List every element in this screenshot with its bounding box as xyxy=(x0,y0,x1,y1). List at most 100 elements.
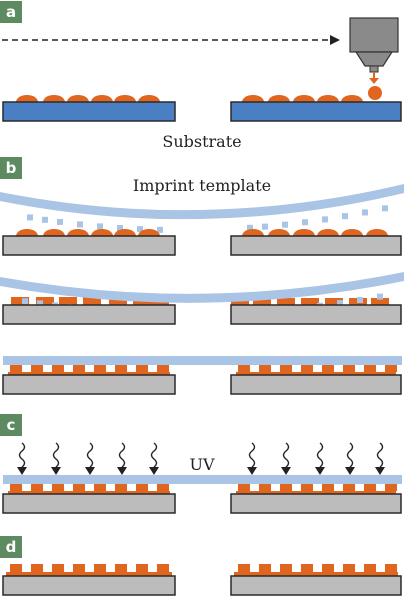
residual-layer xyxy=(236,372,396,375)
uv-arrowhead xyxy=(375,467,385,475)
resist-feature xyxy=(157,564,169,572)
uv-wave-arrow-icon xyxy=(18,442,26,468)
uv-arrowhead xyxy=(281,467,291,475)
uv-arrowhead xyxy=(247,467,257,475)
resist-block xyxy=(301,298,319,305)
uv-wave-arrow-icon xyxy=(346,442,354,468)
resist-block xyxy=(277,298,295,305)
substrate-c-left xyxy=(2,493,176,514)
template-tooth xyxy=(137,226,143,233)
resist-feature xyxy=(115,365,127,372)
residual-layer xyxy=(236,491,396,494)
resist-feature xyxy=(301,365,313,372)
substrate-b1-left xyxy=(2,235,176,256)
resist-feature xyxy=(322,365,334,372)
residual-layer xyxy=(8,491,170,494)
final-resist-pattern xyxy=(6,564,398,576)
template-tooth xyxy=(57,218,63,225)
resist-block xyxy=(36,297,54,305)
uv-arrowhead xyxy=(315,467,325,475)
resist-feature xyxy=(259,365,271,372)
substrate-b2-right xyxy=(230,304,402,325)
resist-feature xyxy=(301,564,313,572)
template-tooth xyxy=(282,221,288,228)
panel-d-badge-label: d xyxy=(6,538,17,556)
panel-c-badge-label: c xyxy=(7,416,16,434)
resist-feature xyxy=(364,564,376,572)
resist-feature xyxy=(136,365,148,372)
resist-feature xyxy=(259,564,271,572)
resist-feature xyxy=(52,484,64,491)
resist-feature xyxy=(94,365,106,372)
template-tooth xyxy=(322,216,328,223)
template-tooth xyxy=(22,298,28,305)
uv-arrowhead xyxy=(149,467,159,475)
panel-a-badge-label: a xyxy=(6,3,16,21)
resist-feature xyxy=(31,564,43,572)
resist-pattern-c xyxy=(8,484,397,494)
resist-feature xyxy=(136,484,148,491)
resist-block xyxy=(109,297,127,305)
uv-caption: UV xyxy=(189,455,214,474)
resist-block xyxy=(253,298,271,305)
template-tooth xyxy=(97,223,103,230)
resist-feature xyxy=(115,564,127,572)
template-features-1 xyxy=(27,205,388,233)
resist-feature xyxy=(385,484,397,491)
imprint-template-curved-1 xyxy=(0,184,404,220)
imprint-template-uv xyxy=(3,475,402,484)
resist-feature xyxy=(343,484,355,491)
resist-feature xyxy=(94,564,106,572)
substrate-d-left xyxy=(2,575,176,596)
uv-wave-arrow-icon xyxy=(86,442,94,468)
uv-wave-arrow-icon xyxy=(52,442,60,468)
resist-block xyxy=(59,297,77,305)
residual-layer xyxy=(6,572,172,576)
resist-feature xyxy=(238,365,250,372)
resist-feature xyxy=(259,484,271,491)
resist-block xyxy=(325,298,343,305)
resist-feature xyxy=(280,484,292,491)
panel-c: c UV xyxy=(0,414,402,514)
resist-feature xyxy=(52,564,64,572)
resist-feature xyxy=(157,484,169,491)
substrate-right xyxy=(230,101,402,122)
resist-block xyxy=(11,297,29,305)
resist-feature xyxy=(10,564,22,572)
resist-feature xyxy=(31,484,43,491)
substrate-left xyxy=(2,101,176,122)
panel-a-badge xyxy=(0,1,22,23)
substrate-b3-right xyxy=(230,374,402,395)
resist-droplet xyxy=(368,86,382,100)
template-tooth xyxy=(27,214,33,221)
substrate-b2-left xyxy=(2,304,176,325)
template-tooth xyxy=(362,209,368,216)
imprint-template-curved-2 xyxy=(0,272,404,303)
template-tooth xyxy=(337,300,343,307)
residual-layer xyxy=(8,372,170,375)
panel-c-badge xyxy=(0,414,22,436)
uv-wave-arrow-icon xyxy=(282,442,290,468)
resist-feature xyxy=(322,564,334,572)
panel-a: a Substrate xyxy=(0,1,402,151)
resist-feature xyxy=(10,365,22,372)
resist-feature xyxy=(238,564,250,572)
uv-arrowhead xyxy=(51,467,61,475)
substrate-caption: Substrate xyxy=(162,132,241,151)
template-tooth xyxy=(357,297,363,304)
uv-arrowhead xyxy=(17,467,27,475)
resist-feature xyxy=(343,365,355,372)
resist-feature xyxy=(73,564,85,572)
template-tooth xyxy=(77,221,83,228)
uv-wave-arrow-icon xyxy=(316,442,324,468)
uv-wave-arrow-icon xyxy=(118,442,126,468)
resist-feature xyxy=(31,365,43,372)
resist-feature xyxy=(364,484,376,491)
resist-feature xyxy=(157,365,169,372)
uv-arrowhead xyxy=(85,467,95,475)
resist-feature xyxy=(301,484,313,491)
uv-arrowhead xyxy=(345,467,355,475)
resist-feature xyxy=(364,365,376,372)
resist-feature xyxy=(280,365,292,372)
